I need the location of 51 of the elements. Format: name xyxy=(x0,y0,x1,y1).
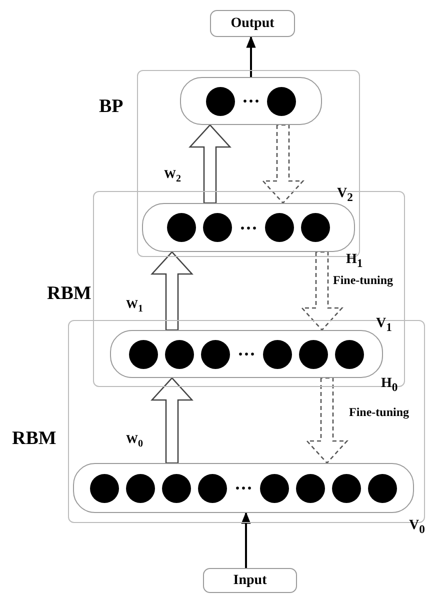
neuron-circle xyxy=(201,340,230,368)
neuron-circle xyxy=(262,340,292,368)
neuron-circle xyxy=(206,86,235,116)
layer-box xyxy=(110,330,383,378)
neuron-circle xyxy=(90,474,120,502)
dashed-block-arrow xyxy=(262,124,304,204)
layer-label: H$_{0}$ xyxy=(381,376,398,394)
ellipsis-text: ··· xyxy=(239,218,258,236)
ellipsis-text: ··· xyxy=(234,479,252,497)
layer-box xyxy=(180,77,322,125)
panel-heading: RBM xyxy=(47,283,92,305)
neuron-circle xyxy=(126,474,156,502)
block-arrow xyxy=(150,251,194,331)
neuron-circle xyxy=(162,474,192,502)
block-arrow xyxy=(188,124,232,204)
neuron-circle xyxy=(129,340,158,368)
layer-box xyxy=(142,203,355,252)
edge-label: Fine-tuning xyxy=(348,405,410,420)
panel-heading: RBM xyxy=(12,428,56,450)
ellipsis-text: ··· xyxy=(242,92,260,110)
terminal-box: Input xyxy=(203,568,297,593)
arrow xyxy=(241,512,251,568)
terminal-box: Output xyxy=(210,10,295,37)
edge-label: W$_{0}$ xyxy=(125,432,144,450)
edge-label: W$_{1}$ xyxy=(125,297,144,314)
neuron-circle xyxy=(334,340,364,368)
neuron-circle xyxy=(296,474,324,502)
block-arrow xyxy=(150,377,194,464)
edge-label: W$_{2}$ xyxy=(163,167,182,184)
dashed-block-arrow xyxy=(300,251,344,331)
neuron-circle xyxy=(167,213,196,242)
neuron-circle xyxy=(264,213,294,242)
neuron-circle xyxy=(198,474,228,502)
layer-label: V$_{1}$ xyxy=(376,316,392,334)
neuron-circle xyxy=(368,474,396,502)
dashed-block-arrow xyxy=(306,377,348,464)
layer-label: H$_{1}$ xyxy=(346,252,363,270)
ellipsis-text: ··· xyxy=(237,345,256,363)
layer-label: V$_{0}$ xyxy=(409,518,425,536)
arrow xyxy=(246,36,256,77)
layer-label: V$_{2}$ xyxy=(337,186,353,204)
neuron-circle xyxy=(300,213,330,242)
layer-box xyxy=(73,463,414,513)
panel-heading: BP xyxy=(99,96,124,118)
neuron-circle xyxy=(165,340,194,368)
neuron-circle xyxy=(298,340,328,368)
neuron-circle xyxy=(203,213,232,242)
neuron-circle xyxy=(332,474,360,502)
neuron-circle xyxy=(267,86,296,116)
edge-label: Fine-tuning xyxy=(332,273,394,288)
neuron-circle xyxy=(260,474,288,502)
